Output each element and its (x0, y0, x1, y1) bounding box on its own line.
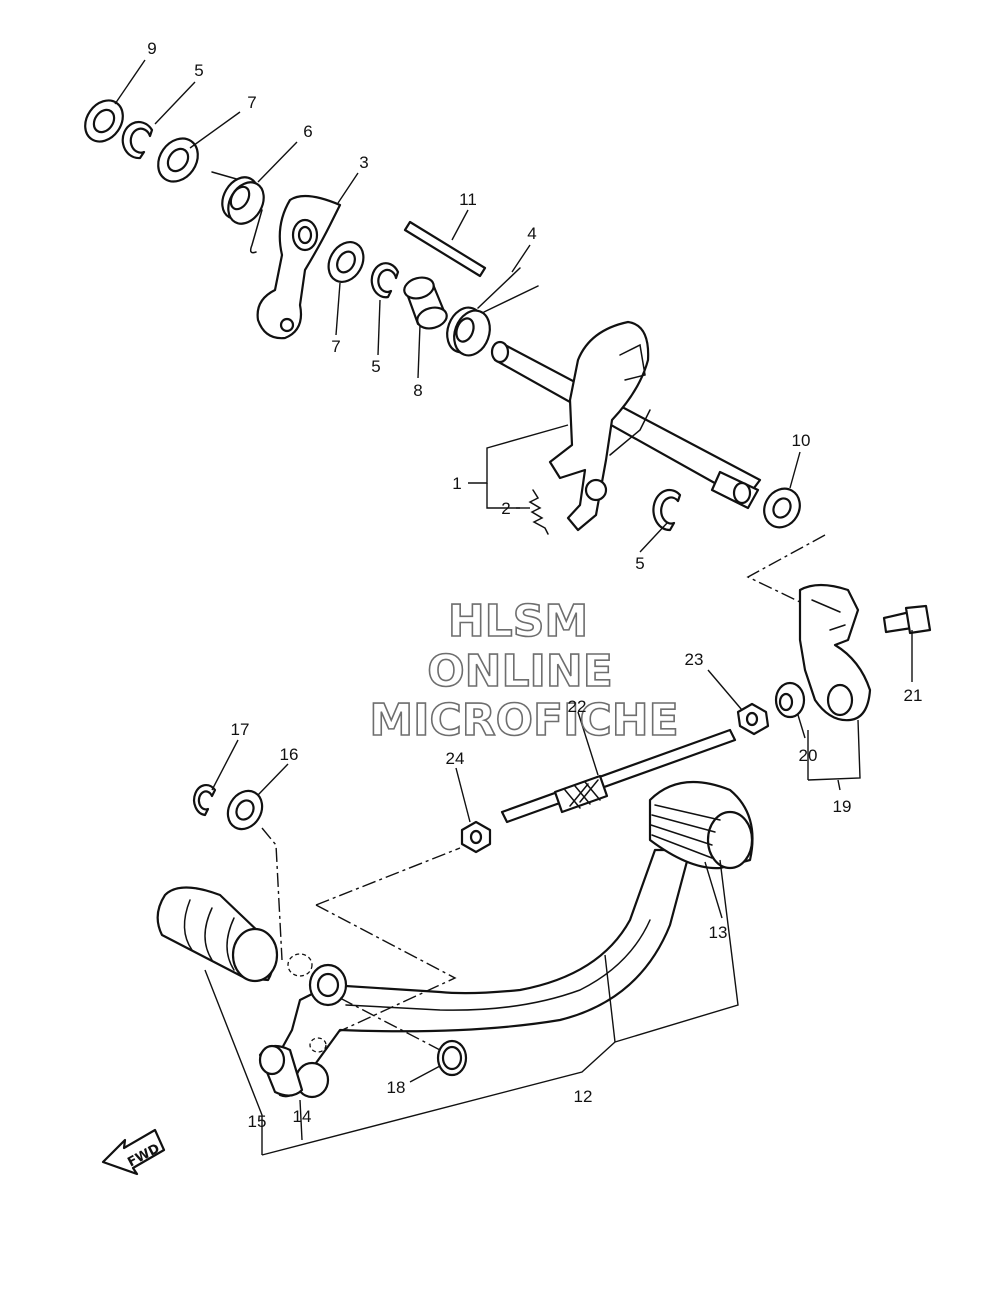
part-23-nut (736, 702, 770, 736)
fwd-arrow-icon: FWD (101, 1128, 166, 1176)
part-10-washer (763, 487, 801, 529)
callout-1: 1 (452, 474, 461, 493)
part-22-tie-rod (500, 728, 737, 824)
part-16-washer (226, 789, 264, 831)
callout-4: 4 (527, 224, 536, 243)
part-5-circlip-upper (121, 120, 154, 160)
callout-5: 5 (194, 61, 203, 80)
callout-11: 11 (459, 190, 477, 209)
callout-20: 20 (799, 746, 818, 765)
watermark: HLSM ONLINE MICROFICHE (369, 595, 680, 747)
callout-7: 7 (331, 337, 340, 356)
callout-16: 16 (280, 745, 299, 764)
leader-lines (114, 59, 913, 1156)
callout-8: 8 (413, 381, 422, 400)
callout-9: 9 (147, 39, 156, 58)
part-15-pedal-rubber (156, 886, 279, 983)
part-20-stud-bushing (774, 681, 806, 719)
part-1-shift-shaft-assembly (490, 320, 762, 532)
assembly-guides (261, 534, 826, 1051)
callout-21: 21 (904, 686, 923, 705)
part-6-torsion-spring (211, 171, 265, 254)
callout-23: 23 (685, 650, 704, 669)
watermark-line-1: HLSM (448, 596, 588, 647)
part-2-small-spring (528, 489, 549, 535)
callout-5: 5 (635, 554, 644, 573)
callout-15: 15 (248, 1112, 267, 1131)
part-13-pedal-rubber (648, 780, 754, 870)
part-12-shift-pedal (268, 848, 692, 1099)
callout-14: 14 (293, 1107, 312, 1126)
part-9-washer (84, 99, 124, 143)
part-18-washer (436, 1039, 468, 1077)
watermark-line-3: MICROFICHE (369, 695, 678, 746)
callout-22: 22 (568, 697, 587, 716)
watermark-line-2: ONLINE (427, 646, 613, 697)
part-24-nut (460, 820, 492, 854)
part-5-circlip-middle (370, 262, 400, 299)
callout-17: 17 (231, 720, 250, 739)
part-19-shift-arm (798, 583, 872, 722)
part-17-circlip (193, 783, 217, 817)
callout-24: 24 (446, 749, 465, 768)
callout-2: 2 (501, 499, 510, 518)
callout-13: 13 (709, 923, 728, 942)
part-7-washer-lower (327, 241, 365, 283)
callout-19: 19 (833, 797, 852, 816)
part-8-collar (403, 276, 448, 330)
part-14-bushing (258, 1044, 304, 1097)
part-7-washer-upper (157, 137, 199, 183)
part-21-bolt (882, 604, 932, 635)
callout-12: 12 (574, 1087, 593, 1106)
callout-7: 7 (247, 93, 256, 112)
callout-labels: 9 5 7 6 3 11 4 7 5 8 1 2 5 10 21 23 22 2… (147, 39, 922, 1131)
callout-5: 5 (371, 357, 380, 376)
part-4-return-spring (446, 267, 539, 357)
part-3-shift-arm (256, 194, 342, 340)
callout-6: 6 (303, 122, 312, 141)
part-11-pin (403, 220, 487, 278)
callout-10: 10 (792, 431, 811, 450)
part-5-circlip-lower (652, 488, 682, 532)
callout-3: 3 (359, 153, 368, 172)
callout-18: 18 (387, 1078, 406, 1097)
